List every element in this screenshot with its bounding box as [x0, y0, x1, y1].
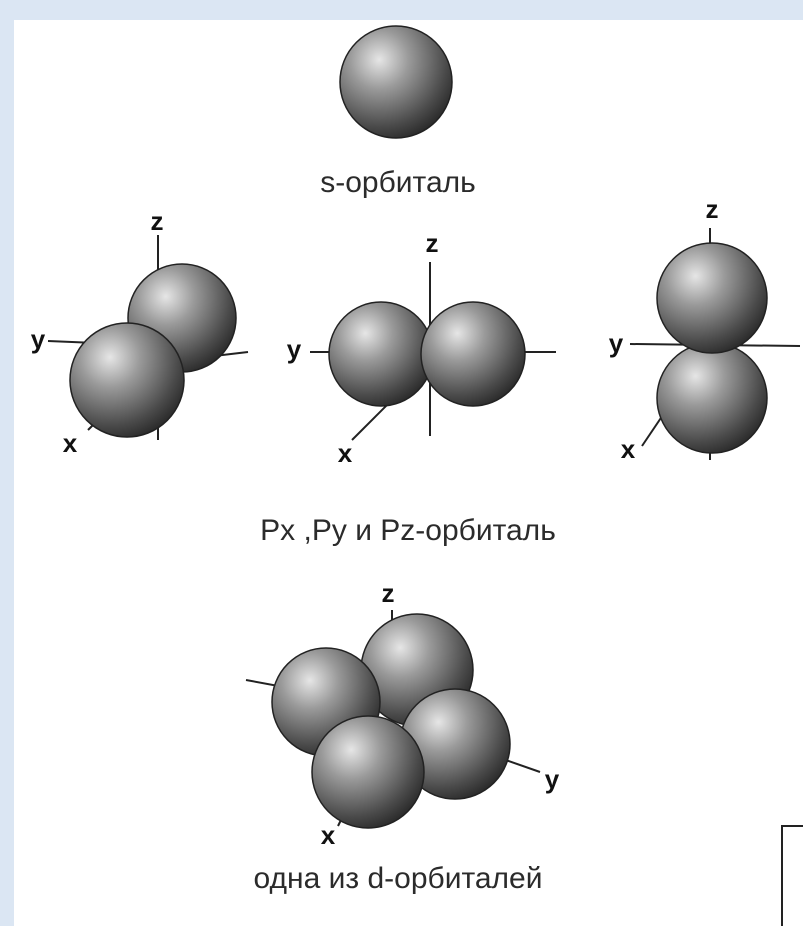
py-axis-x-label: x	[338, 438, 353, 468]
py-orbital	[310, 262, 556, 441]
p-orbital-caption: Px ,Py и Pz-орбиталь	[260, 514, 556, 547]
pz-axis-z-label: z	[706, 194, 719, 224]
px-axis-y-label: y	[31, 324, 46, 354]
py-axis-y-label: y	[287, 334, 302, 364]
d-orbital-caption: одна из d-орбиталей	[254, 862, 543, 895]
d-axis-y-label: y	[545, 764, 560, 794]
d-axis-z-label: z	[382, 578, 395, 608]
px-orbital	[47, 235, 249, 440]
pz-orbital	[629, 228, 801, 460]
corner-bracket	[781, 825, 803, 926]
d-axis-x-label: x	[321, 820, 336, 850]
d-orbital	[245, 610, 541, 829]
px-axis-z-label: z	[151, 206, 164, 236]
pz-axis-y-label: y	[609, 328, 624, 358]
s-orbital-caption: s-орбиталь	[320, 166, 476, 199]
px-axis-x-label: x	[63, 428, 78, 458]
py-axis-z-label: z	[426, 228, 439, 258]
pz-axis-x-label: x	[621, 434, 636, 464]
s-orbital	[339, 25, 453, 139]
